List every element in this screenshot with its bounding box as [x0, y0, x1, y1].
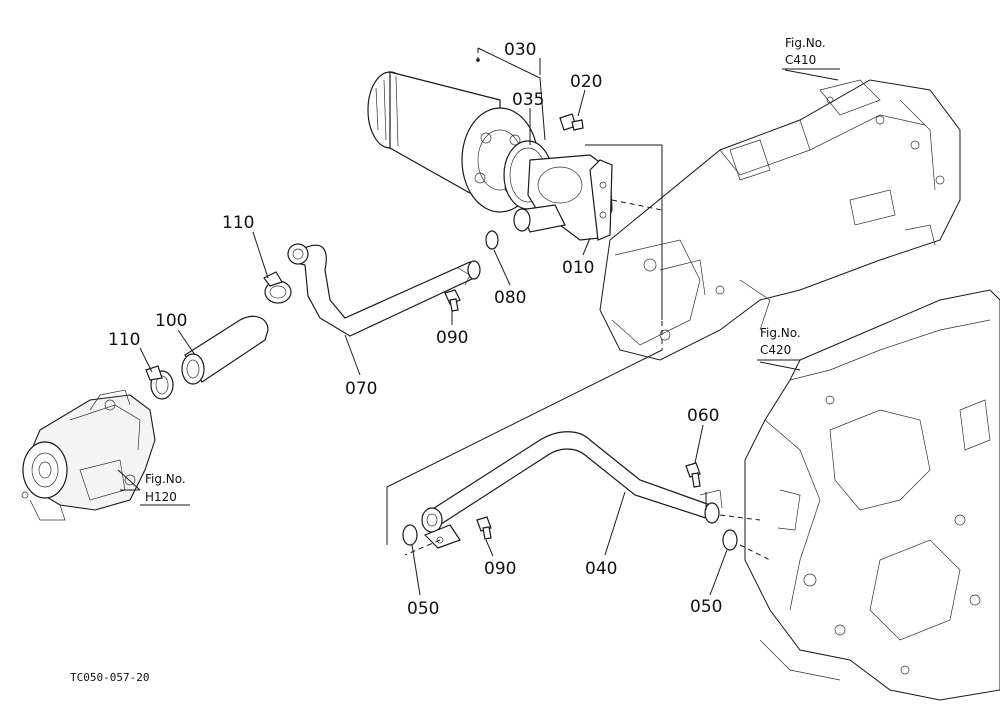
label-110-upper: 110	[222, 213, 254, 233]
label-020: 020	[570, 72, 602, 92]
label-050-left: 050	[407, 599, 439, 619]
label-050-right: 050	[690, 597, 722, 617]
hydraulic-pump-h120	[21, 389, 156, 521]
label-090-upper: 090	[436, 328, 468, 348]
pipe-070	[287, 243, 481, 337]
label-070: 070	[345, 379, 377, 399]
fig-ref-c420-line2: C420	[760, 343, 791, 357]
o-ring-080	[485, 230, 499, 250]
transmission-housing-c420	[744, 289, 1000, 701]
part-number-labels: 030 035 020 010 080 090 070 110 110 100 …	[108, 40, 722, 619]
bolt-090-upper	[444, 289, 461, 312]
clamp-110-upper	[263, 271, 292, 304]
figure-ref-h120: Fig.No. H120	[140, 472, 190, 506]
o-ring-050-right	[722, 529, 738, 551]
bolt-090-lower	[476, 516, 492, 540]
label-040: 040	[585, 559, 617, 579]
fig-ref-c410-line2: C410	[785, 53, 816, 67]
bolt-060	[685, 462, 701, 488]
fig-ref-h120-line1: Fig.No.	[145, 472, 186, 486]
fig-ref-c410-line1: Fig.No.	[785, 36, 826, 50]
label-110-lower: 110	[108, 330, 140, 350]
clamp-110-lower	[145, 365, 174, 400]
transmission-housing-c410	[599, 79, 961, 361]
label-080: 080	[494, 288, 526, 308]
label-035: 035	[512, 90, 544, 110]
bolt-020	[559, 113, 584, 131]
assembly-guide-lines	[386, 47, 771, 561]
label-060: 060	[687, 406, 719, 426]
drawing-code: TC050-057-20	[70, 671, 149, 684]
o-ring-050-left	[402, 524, 418, 546]
fig-ref-h120-line2: H120	[145, 490, 177, 504]
figure-ref-c420: Fig.No. C420	[757, 326, 801, 361]
label-030: 030	[504, 40, 536, 60]
pipe-040	[421, 431, 723, 549]
leader-lines	[117, 58, 839, 596]
label-010: 010	[562, 258, 594, 278]
hose-100	[181, 315, 269, 385]
label-100: 100	[155, 311, 187, 331]
fig-ref-c420-line1: Fig.No.	[760, 326, 801, 340]
label-090-lower: 090	[484, 559, 516, 579]
figure-ref-c410: Fig.No. C410	[782, 36, 840, 70]
filter-head-010	[513, 154, 613, 241]
